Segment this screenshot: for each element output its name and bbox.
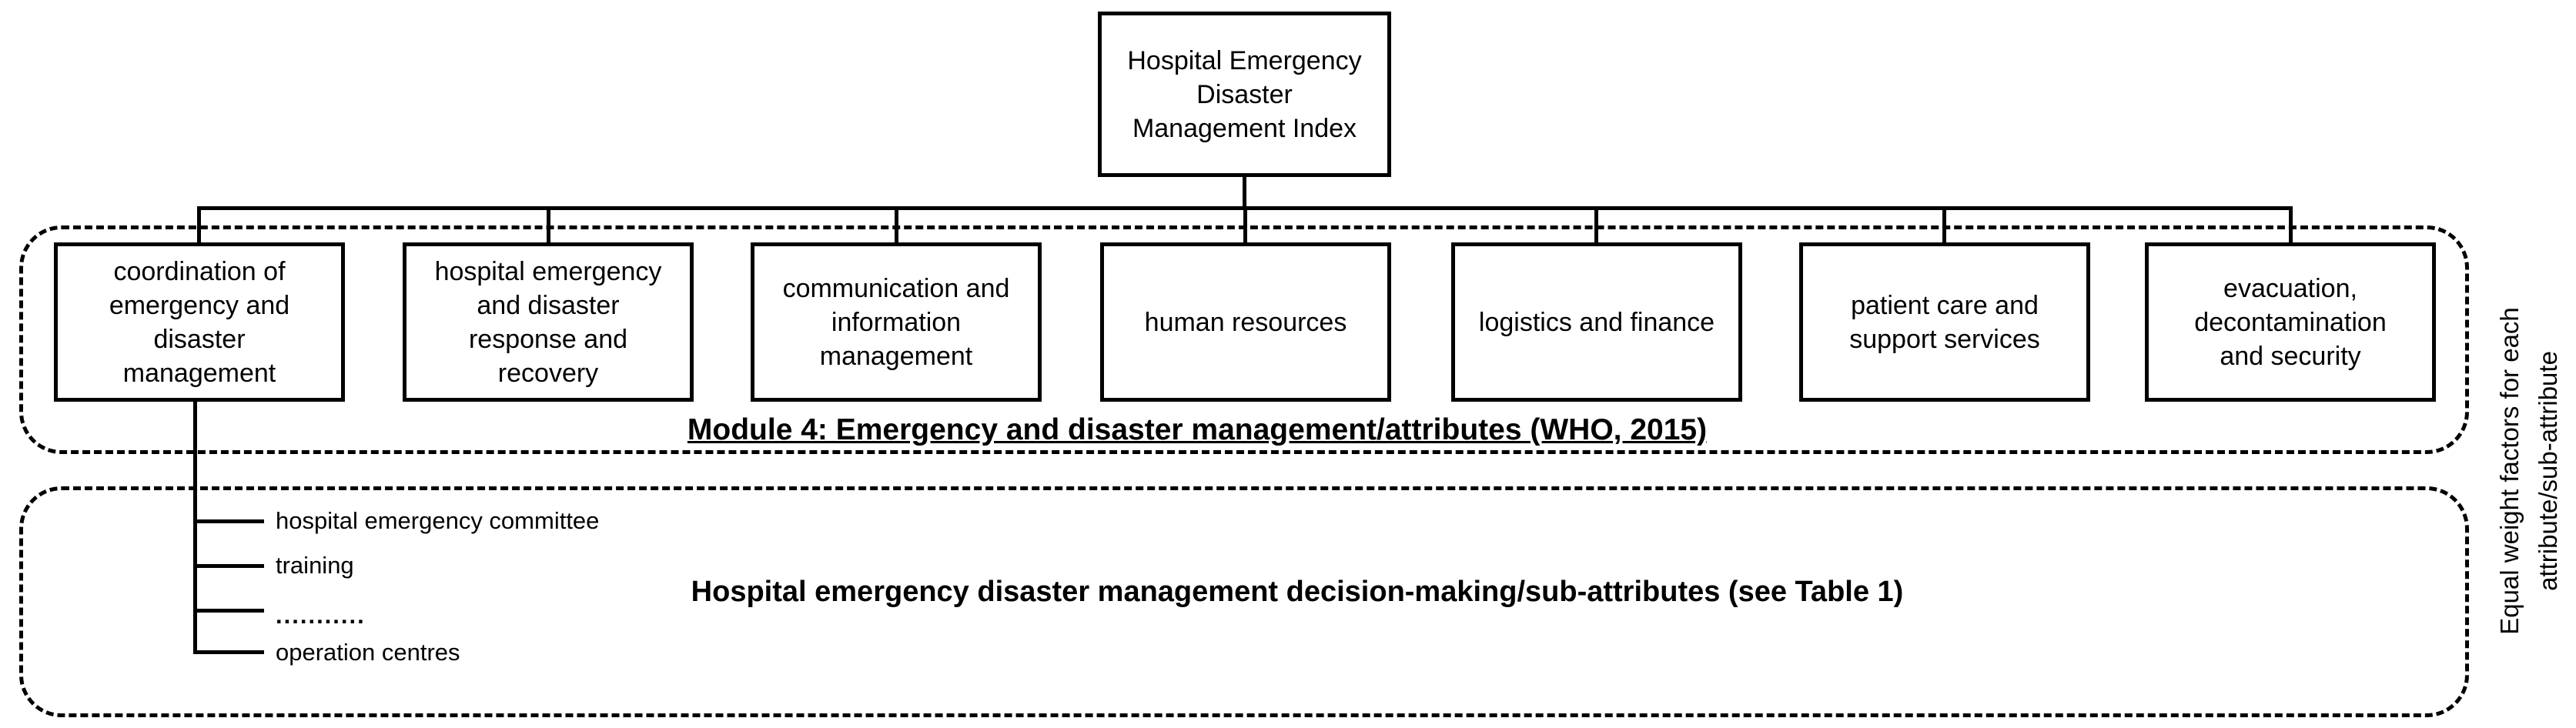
connector-subtree-trunk — [193, 400, 197, 654]
connector-root-stub — [1243, 175, 1246, 210]
sub-attribute-item-3: operation centres — [276, 639, 460, 666]
attribute-box-label: evacuation, decontamination and security — [2194, 273, 2387, 371]
attribute-box-5: logistics and finance — [1451, 242, 1742, 402]
module-caption: Module 4: Emergency and disaster managem… — [687, 413, 1708, 446]
attribute-box-4: human resources — [1100, 242, 1391, 402]
connector-tick-2 — [193, 564, 264, 568]
module-attributes-region — [19, 225, 2469, 454]
attribute-box-7: evacuation, decontamination and security — [2145, 242, 2436, 402]
connector-tick-3 — [193, 609, 264, 613]
sub-attribute-item-2: training — [276, 552, 354, 579]
attribute-box-label: hospital emergency and disaster response… — [434, 256, 662, 388]
attribute-box-label: communication and information management — [782, 273, 1010, 371]
attribute-box-label: coordination of emergency and disaster m… — [109, 256, 290, 388]
connector-tick-1 — [193, 519, 264, 523]
attribute-box-label: human resources — [1144, 307, 1347, 337]
root-box: Hospital Emergency Disaster Management I… — [1098, 12, 1391, 177]
sub-attribute-item-1: hospital emergency committee — [276, 507, 600, 534]
side-note-line-2: attribute/sub-attribute — [2534, 351, 2562, 591]
root-box-label: Hospital Emergency Disaster Management I… — [1127, 45, 1362, 143]
connector-tick-4 — [193, 650, 264, 654]
attribute-box-label: logistics and finance — [1478, 307, 1715, 337]
sub-attribute-item-ellipsis: ........... — [276, 602, 366, 629]
attribute-box-label: patient care and support services — [1849, 290, 2040, 354]
side-note: Equal weight factors for each attribute/… — [2491, 209, 2571, 728]
attribute-box-1: coordination of emergency and disaster m… — [54, 242, 345, 402]
attribute-box-3: communication and information management — [751, 242, 1042, 402]
sub-attributes-region — [19, 486, 2469, 717]
attribute-box-6: patient care and support services — [1799, 242, 2090, 402]
sub-caption: Hospital emergency disaster management d… — [691, 576, 1904, 608]
attribute-box-2: hospital emergency and disaster response… — [403, 242, 694, 402]
side-note-line-1: Equal weight factors for each — [2495, 307, 2524, 635]
